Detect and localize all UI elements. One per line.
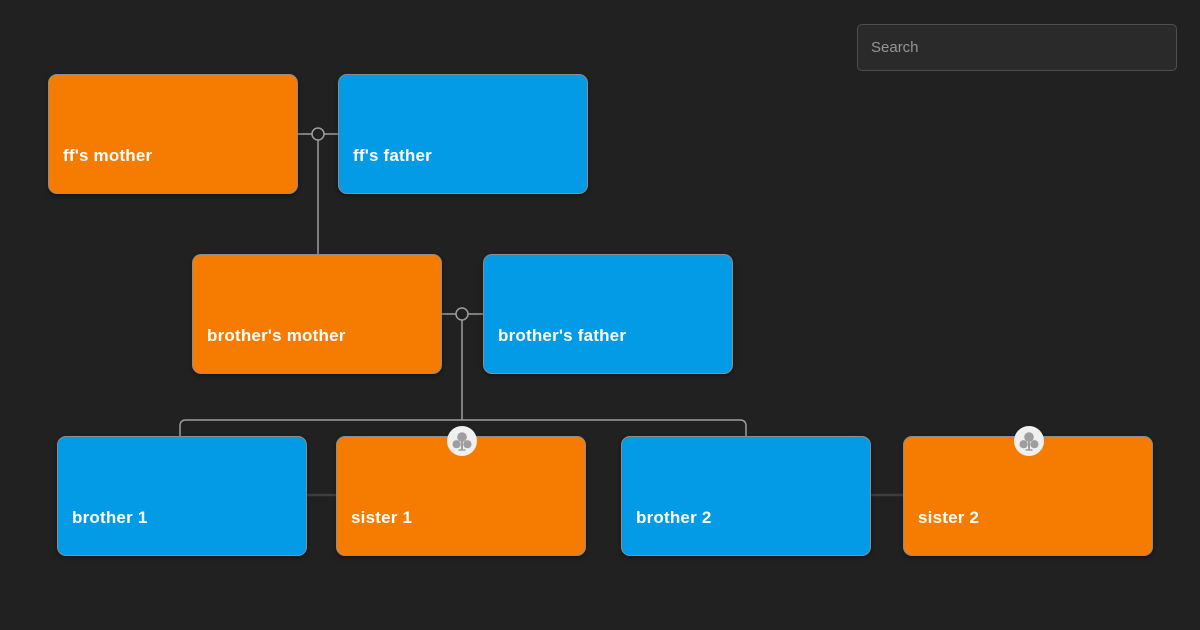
- club-tree-icon: [1019, 432, 1039, 451]
- club-tree-icon: [452, 432, 472, 451]
- person-card-brother-2[interactable]: brother 2: [621, 436, 871, 556]
- person-card-label: sister 1: [351, 508, 413, 527]
- couple-node-parents[interactable]: [455, 307, 469, 321]
- person-card-label: brother 2: [636, 508, 712, 527]
- person-card-brothers-mother[interactable]: brother's mother: [192, 254, 442, 374]
- person-card-sister-2[interactable]: sister 2: [903, 426, 1153, 556]
- person-card-sister-1[interactable]: sister 1: [336, 426, 586, 556]
- children-bus-link: [179, 419, 747, 436]
- person-card-label: brother 1: [72, 508, 148, 527]
- person-card-ffs-father[interactable]: ff's father: [338, 74, 588, 194]
- person-card-label: ff's father: [353, 146, 432, 165]
- person-card-brothers-father[interactable]: brother's father: [483, 254, 733, 374]
- search-input[interactable]: [857, 24, 1177, 71]
- person-card-label: brother's father: [498, 326, 627, 345]
- mini-tree-expand-icon[interactable]: [447, 426, 477, 456]
- mini-tree-expand-icon[interactable]: [1014, 426, 1044, 456]
- person-card-ffs-mother[interactable]: ff's mother: [48, 74, 298, 194]
- person-card-label: brother's mother: [207, 326, 346, 345]
- couple-node-grandparents[interactable]: [311, 127, 325, 141]
- person-card-brother-1[interactable]: brother 1: [57, 436, 307, 556]
- person-card-label: ff's mother: [63, 146, 153, 165]
- person-card-label: sister 2: [918, 508, 980, 527]
